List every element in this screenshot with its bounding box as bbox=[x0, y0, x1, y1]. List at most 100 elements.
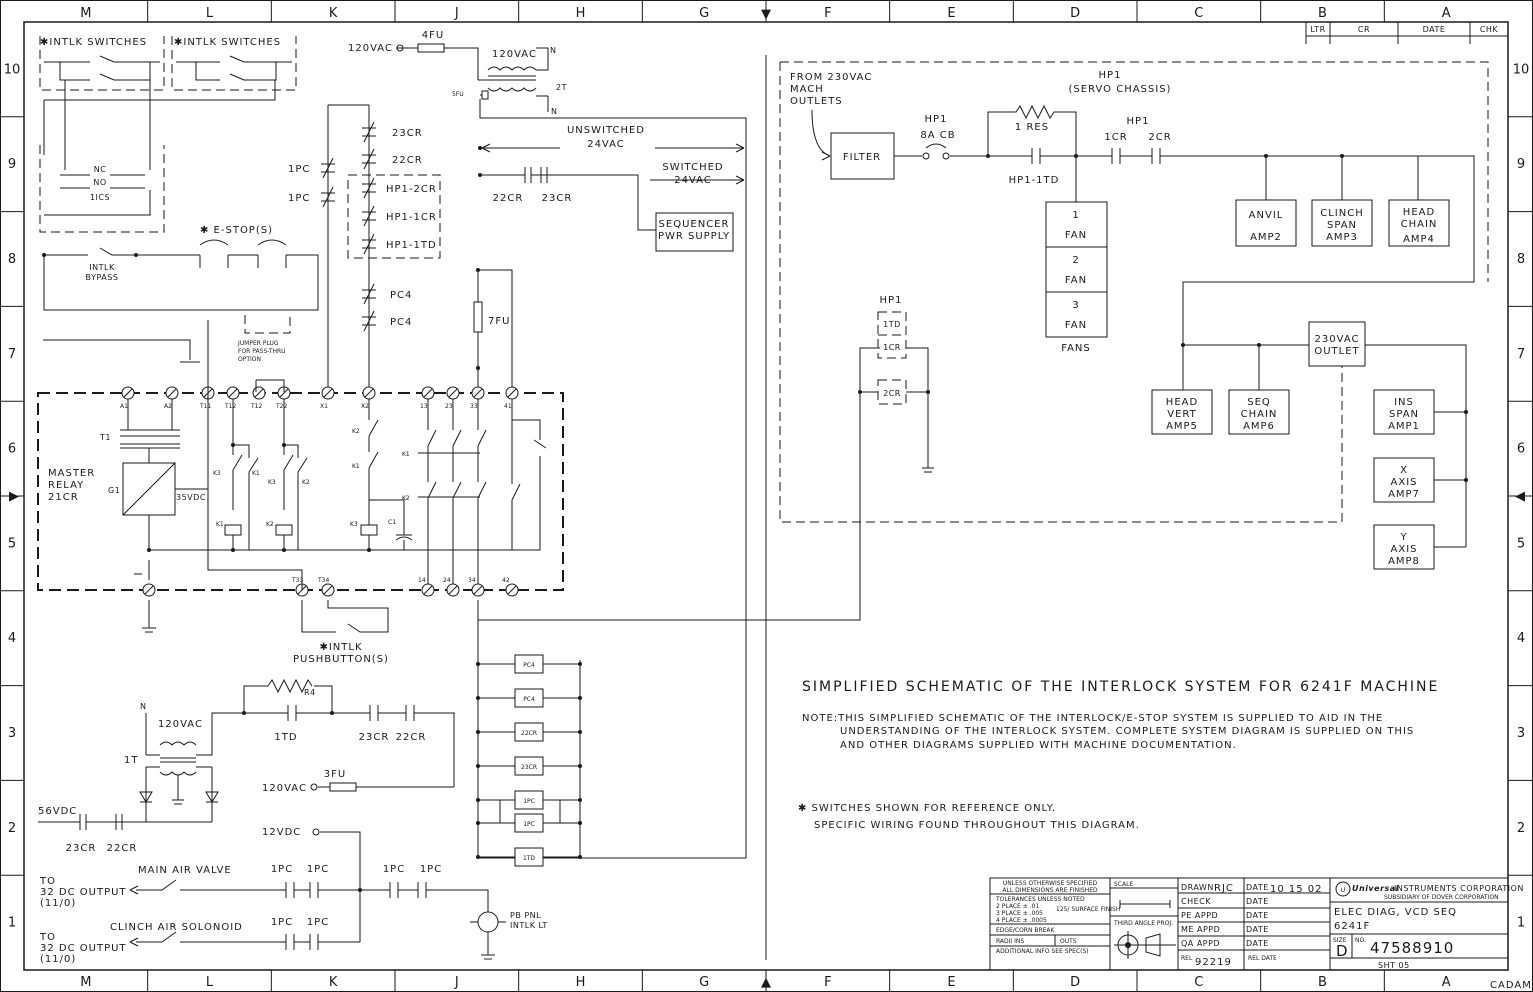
fan-label: FAN bbox=[1065, 230, 1087, 241]
contact-column: 23CR 22CR 1PC 1PC HP1-2CR HP1-1CR HP1-1T… bbox=[288, 104, 513, 392]
c23cr-label: 23CR bbox=[542, 193, 573, 204]
column-label: L bbox=[206, 6, 214, 21]
bypass-label: BYPASS bbox=[86, 273, 119, 282]
hv-label-3: AMP5 bbox=[1166, 421, 1198, 432]
fan-number: 1 bbox=[1072, 210, 1079, 221]
relay-label: K2 bbox=[302, 479, 310, 486]
tb-rel-no: 92219 bbox=[1195, 957, 1232, 968]
unswitched-label-1: UNSWITCHED bbox=[567, 125, 645, 136]
note-line-3: AND OTHER DIAGRAMS SUPPLIED WITH MACHINE… bbox=[840, 740, 1237, 751]
column-label: B bbox=[1318, 975, 1327, 990]
v120-c-label: 120VAC bbox=[158, 719, 203, 730]
from-label-1: FROM 230VAC bbox=[790, 72, 872, 83]
no-label: NO bbox=[93, 178, 106, 187]
fan-box bbox=[1045, 201, 1108, 248]
fan-label: FAN bbox=[1065, 275, 1087, 286]
v120-b-label: 120VAC bbox=[492, 49, 537, 60]
outlet-label-2: OUTLET bbox=[1314, 346, 1359, 357]
y-axis-amp-box bbox=[1373, 524, 1435, 570]
nc-contact bbox=[362, 233, 376, 255]
terminal-label: 23 bbox=[445, 403, 453, 410]
jumper-label-1: JUMPER PLUG bbox=[237, 340, 279, 347]
y-label-2: AXIS bbox=[1391, 544, 1418, 555]
pb-label-2: INTLK LT bbox=[510, 921, 548, 930]
anvil-label-2: AMP2 bbox=[1250, 232, 1282, 243]
relay-label: K1 bbox=[352, 463, 360, 470]
nc-contact bbox=[362, 310, 376, 332]
master-label-1: MASTER bbox=[48, 468, 95, 479]
terminal-label: T33 bbox=[291, 577, 303, 584]
x-label-2: AXIS bbox=[1391, 477, 1418, 488]
column-label: C bbox=[1194, 975, 1203, 990]
hv-label-2: VERT bbox=[1167, 409, 1197, 420]
nc-contact bbox=[362, 205, 376, 227]
tb-drawing-title-1: ELEC DIAG, VCD SEQ bbox=[1334, 907, 1457, 918]
fan-number: 3 bbox=[1072, 300, 1079, 311]
tb-scale: SCALE bbox=[1114, 881, 1133, 888]
tb-addl: ADDITIONAL INFO SEE SPEC(S) bbox=[996, 948, 1089, 955]
row-label: 7 bbox=[1517, 347, 1525, 362]
y-label-1: Y bbox=[1399, 532, 1407, 543]
row-label: 6 bbox=[1517, 442, 1525, 457]
intlk-switches-label-1: ✱INTLK SWITCHES bbox=[40, 37, 147, 48]
nc-contact bbox=[362, 121, 376, 143]
n-a-label: N bbox=[550, 46, 556, 55]
pc1-r2-a: 1PC bbox=[271, 917, 293, 928]
switched-label-1: SWITCHED bbox=[662, 162, 723, 173]
relay-label: K2 bbox=[352, 428, 360, 435]
nc-contact bbox=[321, 157, 335, 179]
hp1-cb-label-1: HP1 bbox=[925, 114, 948, 125]
pc1-r1-a: 1PC bbox=[271, 864, 293, 875]
hp1-title: HP1 bbox=[1099, 70, 1122, 81]
nc-contact bbox=[362, 177, 376, 199]
fan-box bbox=[1045, 246, 1108, 293]
fu4-label: 4FU bbox=[422, 30, 444, 41]
hp1-1cr-label: HP1-1CR bbox=[386, 212, 437, 223]
hv-label-1: HEAD bbox=[1166, 397, 1198, 408]
fans-label: FANS bbox=[1061, 343, 1091, 354]
head-label-1: HEAD bbox=[1403, 207, 1435, 218]
to-1c-label: (11/0) bbox=[40, 898, 76, 909]
tb-rel-date: REL DATE bbox=[1248, 955, 1277, 962]
cadam-label: CADAM bbox=[1490, 980, 1532, 991]
tb-rel: REL bbox=[1181, 955, 1193, 962]
fan-number: 2 bbox=[1072, 255, 1079, 266]
terminal-label: X2 bbox=[361, 403, 369, 410]
tb-surface: 125/ SURFACE FINISH bbox=[1056, 906, 1120, 913]
tb-drawn: DRAWN bbox=[1181, 883, 1214, 892]
to-1a-label: TO bbox=[39, 876, 56, 887]
to-1b-label: 32 DC OUTPUT bbox=[40, 887, 127, 898]
column-label: D bbox=[1070, 975, 1080, 990]
main-air-label: MAIN AIR VALVE bbox=[138, 865, 232, 876]
relay-label: K2 bbox=[402, 495, 410, 502]
relay-label: K1 bbox=[216, 521, 224, 528]
pc4a-label: PC4 bbox=[390, 290, 412, 301]
pb-panel-light-icon bbox=[477, 911, 499, 933]
tb-size-lbl: SIZE bbox=[1333, 937, 1347, 944]
terminal-label: T22 bbox=[275, 403, 287, 410]
relay-label: K1 bbox=[252, 470, 260, 477]
nc-contact bbox=[362, 283, 376, 305]
outlet-230vac-box bbox=[1308, 321, 1366, 367]
to-2b-label: 32 DC OUTPUT bbox=[40, 943, 127, 954]
cr23c-label: 23CR bbox=[66, 843, 97, 854]
interlock-switch-group: ✱INTLK SWITCHES ✱INTLK SWITCHES NC NO 1I… bbox=[39, 36, 297, 233]
fu3-label: 3FU bbox=[324, 769, 346, 780]
row-label: 9 bbox=[1517, 157, 1525, 172]
x-label-1: X bbox=[1400, 465, 1408, 476]
row-label: 2 bbox=[1517, 821, 1525, 836]
td1-label: 1TD bbox=[274, 732, 297, 743]
terminal-label: T12 bbox=[224, 403, 236, 410]
tb-date-lbl-3: DATE bbox=[1246, 911, 1269, 920]
rev-chk: CHK bbox=[1480, 25, 1499, 34]
row-label: 1 bbox=[8, 916, 16, 931]
master-label-3: 21CR bbox=[48, 492, 79, 503]
servo-chassis: FROM 230VAC MACH OUTLETS HP1 (SERVO CHAS… bbox=[779, 61, 1489, 570]
cr22b-label: 22CR bbox=[396, 732, 427, 743]
coil-label: 23CR bbox=[521, 764, 537, 771]
tb-me: ME APPD bbox=[1181, 925, 1220, 934]
x-axis-amp-box bbox=[1373, 457, 1435, 503]
from-label-3: OUTLETS bbox=[790, 96, 843, 107]
coil-label: 22CR bbox=[521, 730, 537, 737]
